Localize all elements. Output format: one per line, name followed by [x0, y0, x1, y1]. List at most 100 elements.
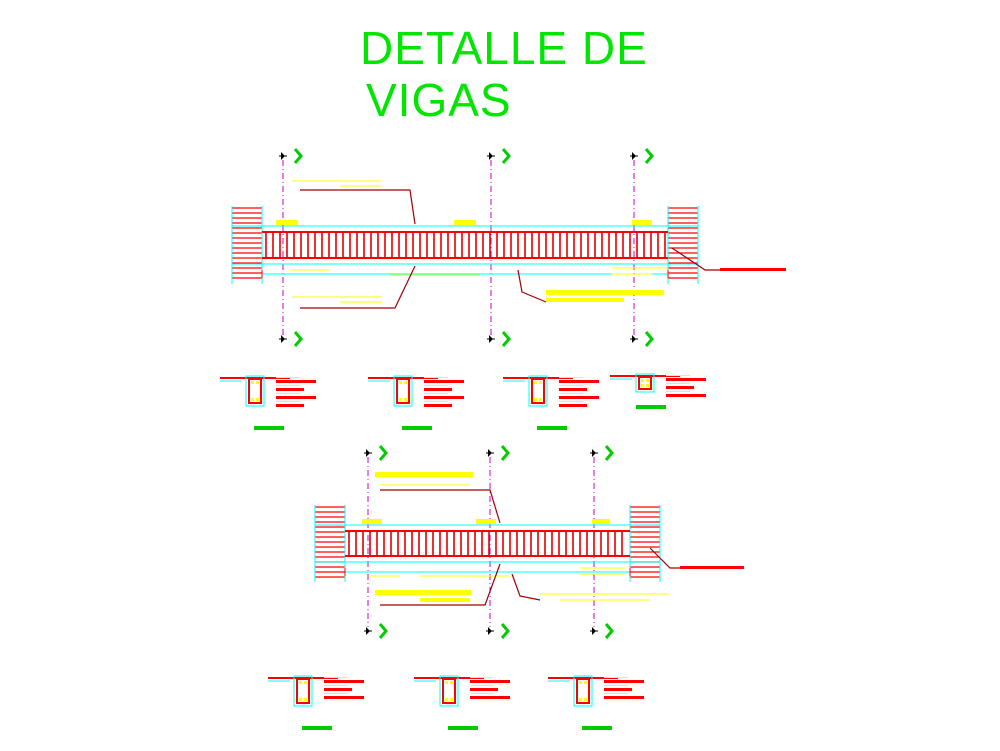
- leader-line: [649, 547, 690, 569]
- top-label: [592, 519, 610, 524]
- rebar-dot: [445, 698, 448, 701]
- section-label-marker: [636, 405, 666, 409]
- section-stirrup: [396, 378, 410, 404]
- axis-arrow: [366, 627, 370, 635]
- axis-arrow: [632, 152, 636, 160]
- section-label-marker: [537, 426, 567, 430]
- rebar-dot: [584, 681, 587, 684]
- axis-marker: [364, 445, 388, 461]
- section-note-text: [604, 685, 628, 686]
- rebar-dot: [646, 384, 649, 387]
- section-outline: [528, 375, 548, 407]
- title-line-1: DETALLE DE: [360, 22, 648, 74]
- rebar-dot: [404, 398, 407, 401]
- leader-line: [300, 265, 416, 309]
- rebar-dot: [539, 398, 542, 401]
- rebar-dot: [251, 381, 254, 384]
- axis-marker: [590, 445, 614, 461]
- section-note-text: [666, 375, 690, 376]
- cross-section: [268, 675, 364, 730]
- section-note: [604, 688, 632, 691]
- note-block: [546, 298, 624, 302]
- axis-marker: [486, 445, 510, 461]
- section-note: [470, 680, 510, 683]
- left-support: [231, 206, 263, 284]
- top-label: [476, 519, 496, 524]
- title-line-2: VIGAS: [366, 74, 512, 126]
- rebar-dot: [399, 381, 402, 384]
- section-note: [559, 388, 587, 391]
- axis-arrow: [281, 152, 285, 160]
- section-note: [424, 404, 452, 407]
- top-label: [632, 220, 652, 225]
- axis-chevron: [604, 623, 614, 639]
- cross-section: [220, 375, 316, 430]
- section-note-text: [559, 393, 583, 394]
- axis-arrow: [281, 335, 285, 343]
- leader-line: [517, 269, 547, 303]
- section-label-marker: [302, 726, 332, 730]
- section-note: [559, 380, 599, 383]
- section-note-text: [424, 377, 448, 378]
- section-note-text: [276, 401, 300, 402]
- axis-marker: [590, 623, 614, 639]
- section-note: [470, 688, 498, 691]
- section-note-text: [559, 401, 583, 402]
- axis-chevron: [644, 148, 654, 164]
- section-stirrup: [576, 678, 590, 704]
- section-outline: [293, 675, 313, 707]
- section-label-marker: [254, 426, 284, 430]
- axis-marker: [279, 331, 303, 347]
- rebar-dot: [450, 681, 453, 684]
- rebar-dot: [304, 681, 307, 684]
- section-note-text: [666, 391, 690, 392]
- axis-arrow: [592, 627, 596, 635]
- section-stirrup: [531, 378, 545, 404]
- section-note-text: [424, 401, 448, 402]
- section-outline: [573, 675, 593, 707]
- cross-section: [368, 375, 464, 430]
- section-note-text: [666, 383, 690, 384]
- axis-chevron: [378, 445, 388, 461]
- leader-line: [380, 489, 501, 524]
- rebar-dot: [256, 398, 259, 401]
- section-note-text: [604, 693, 628, 694]
- axis-marker: [364, 623, 388, 639]
- axis-chevron: [293, 331, 303, 347]
- top-label: [454, 220, 476, 225]
- section-note: [276, 404, 304, 407]
- section-note-text: [424, 385, 448, 386]
- axis-chevron: [500, 623, 510, 639]
- axis-marker: [279, 148, 303, 164]
- axis-marker: [630, 331, 654, 347]
- beam-2: [314, 445, 744, 639]
- rebar-dot: [646, 379, 649, 382]
- section-outline: [245, 375, 265, 407]
- section-note-text: [276, 393, 300, 394]
- note-block: [546, 290, 664, 295]
- axis-arrow: [489, 152, 493, 160]
- axis-marker: [487, 331, 511, 347]
- section-note: [276, 380, 316, 383]
- axis-chevron: [501, 148, 511, 164]
- section-note: [324, 680, 364, 683]
- section-stirrup: [638, 376, 652, 390]
- section-note: [324, 688, 352, 691]
- beam-1: [231, 148, 786, 347]
- section-note: [424, 388, 452, 391]
- section-stirrup: [248, 378, 262, 404]
- callout-bar: [720, 268, 786, 271]
- axis-arrow: [489, 335, 493, 343]
- section-note: [424, 396, 464, 399]
- axis-arrow: [632, 335, 636, 343]
- drawing-title: DETALLE DE VIGAS: [360, 22, 648, 126]
- section-label-marker: [402, 426, 432, 430]
- section-note: [424, 380, 464, 383]
- note-block: [420, 598, 470, 602]
- section-note-text: [470, 685, 494, 686]
- axis-marker: [630, 148, 654, 164]
- leader-line: [511, 573, 541, 601]
- left-support: [314, 505, 346, 582]
- section-outline: [635, 373, 655, 393]
- section-note-text: [604, 677, 628, 678]
